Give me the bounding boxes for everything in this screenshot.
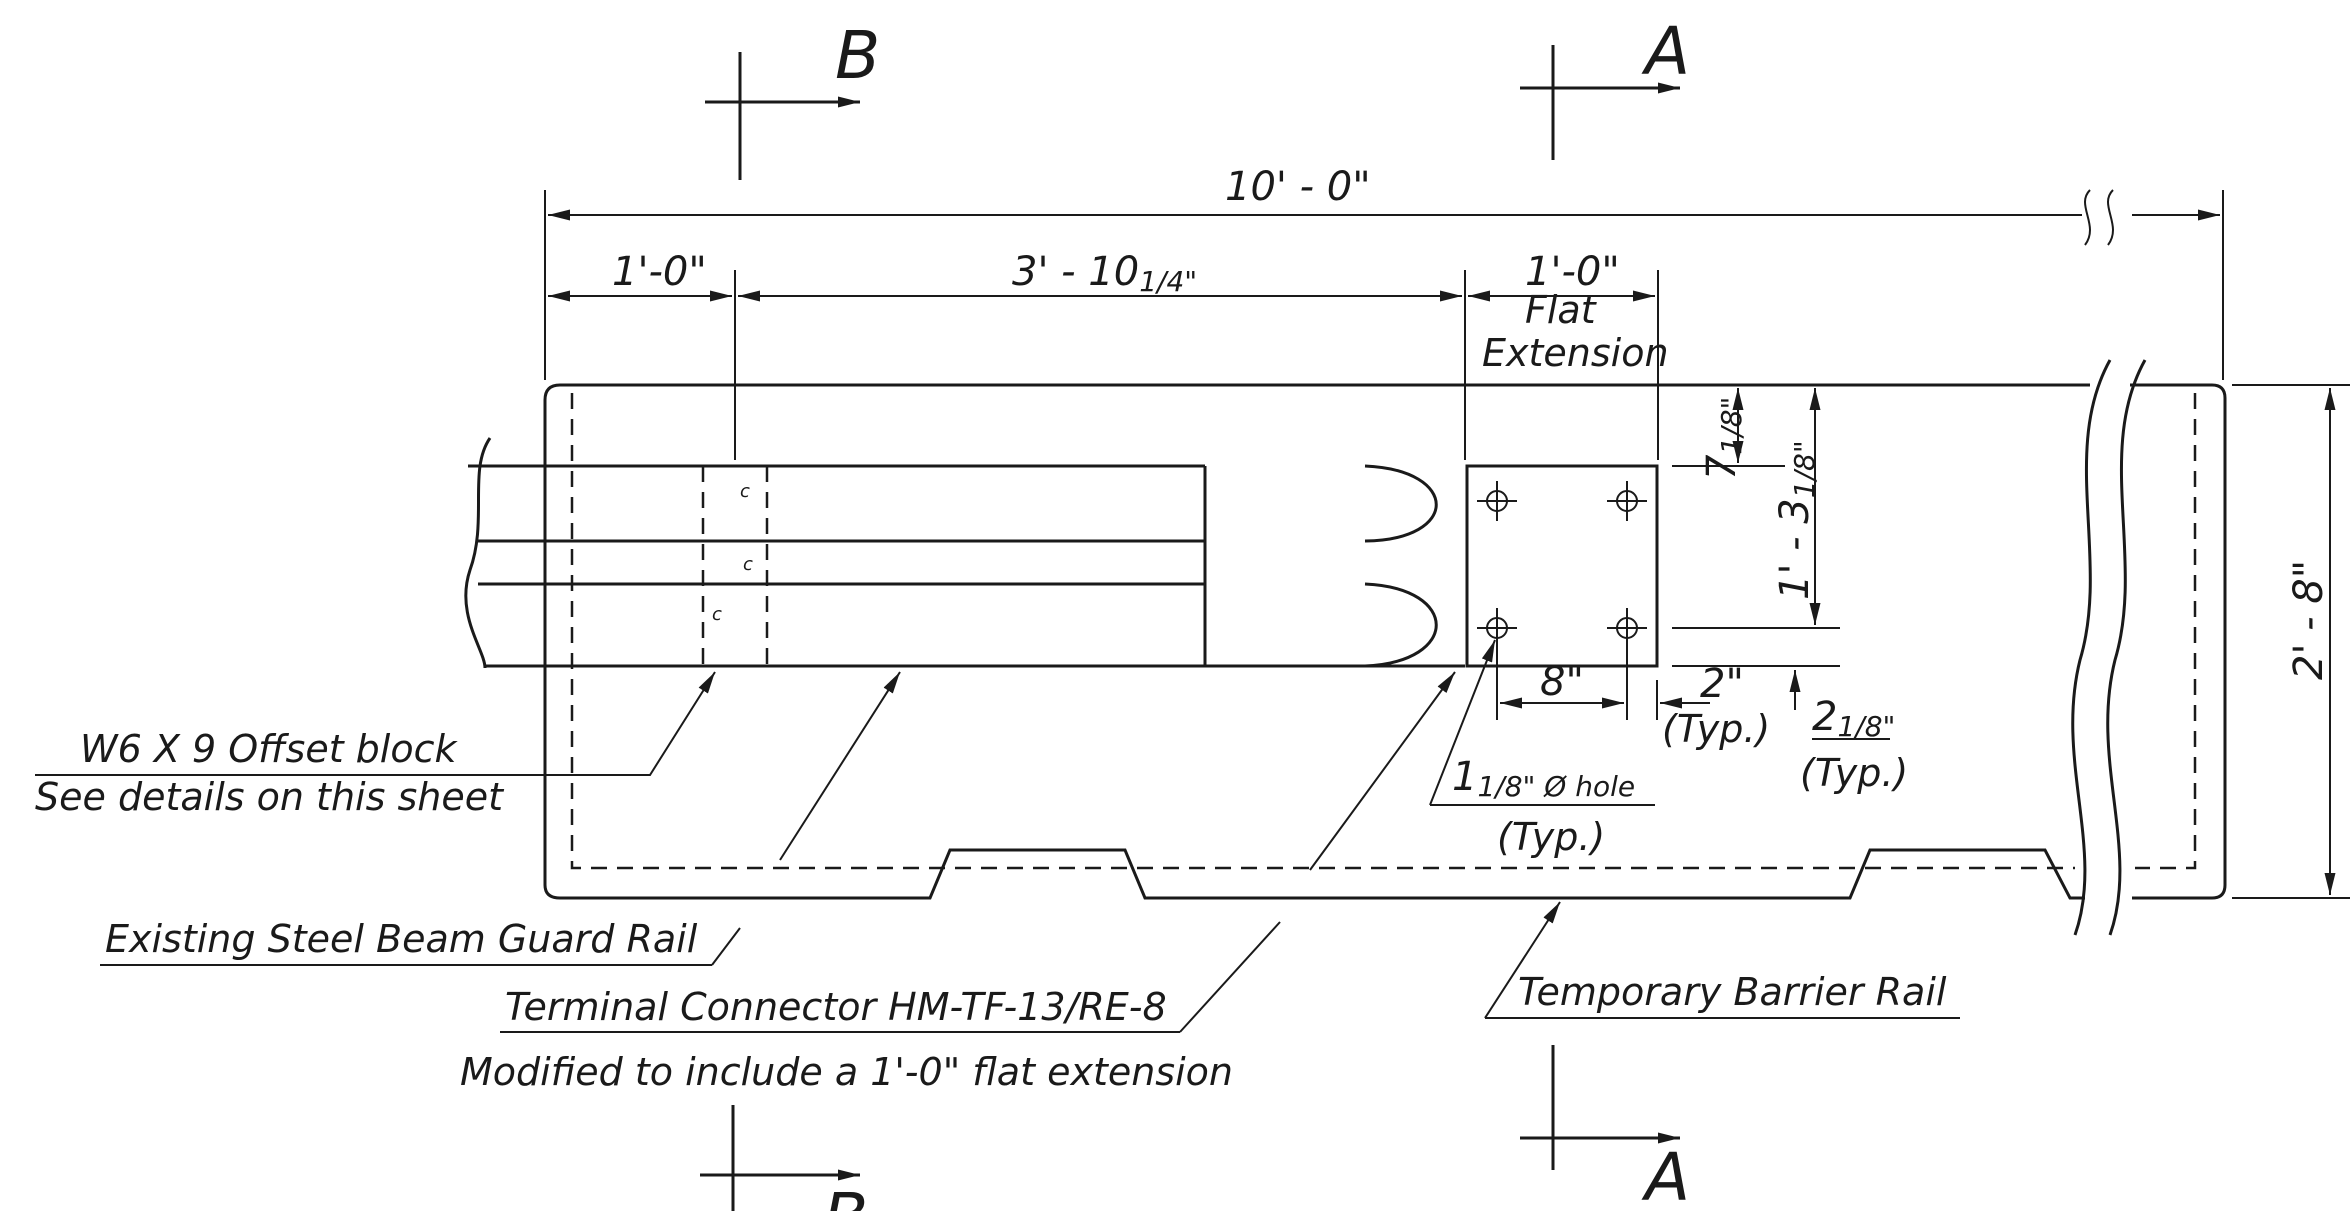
barrier-dashed-outline	[570, 393, 2197, 870]
barrier-rail-label: Temporary Barrier Rail	[1518, 970, 1947, 1014]
offset-block-dashed: c c c	[701, 466, 769, 666]
barrier-break-line	[2071, 359, 2147, 936]
offset-to-block-label: 1'-0"	[612, 249, 707, 295]
bolt-horizontal-label: 8"	[1540, 659, 1584, 705]
existing-guard-rail	[464, 437, 1465, 669]
connector-length-label: 3' - 101/4"	[1012, 249, 1197, 298]
section-cut-b-top: B	[705, 17, 880, 180]
bolt-holes	[1477, 481, 1647, 648]
barrier-rail-callout: Temporary Barrier Rail	[1484, 901, 1960, 1019]
flat-extension-length-label: 1'-0"	[1525, 249, 1620, 295]
svg-text:c: c	[743, 554, 753, 575]
section-label-b-top: B	[835, 17, 880, 94]
guard-rail-label: Existing Steel Beam Guard Rail	[105, 917, 698, 961]
guard-rail-callout: Existing Steel Beam Guard Rail	[100, 671, 901, 966]
svg-text:c: c	[712, 604, 722, 625]
section-cut-a-top: A	[1520, 13, 1690, 160]
temporary-barrier-rail-outline	[543, 383, 2227, 900]
hole-typ: (Typ.)	[1497, 815, 1605, 859]
barrier-height-dimension: 2' - 8"	[2232, 384, 2350, 899]
terminal-connector-label-line2: Modified to include a 1'-0" flat extensi…	[460, 1050, 1233, 1094]
bottom-edge-dimension: 21/8" (Typ.)	[1672, 627, 1908, 795]
overall-length-label: 10' - 0"	[1225, 164, 1371, 210]
connector-length-dimension: 3' - 101/4"	[738, 249, 1466, 460]
hole-size-callout: 11/8" Ø hole (Typ.)	[1429, 639, 1655, 859]
offset-block-label-line2: See details on this sheet	[35, 775, 505, 819]
terminal-connector	[1203, 464, 1659, 668]
bottom-edge-typ: (Typ.)	[1800, 751, 1908, 795]
top-offset-label: 71/8"	[1699, 397, 1748, 480]
section-cut-b-bottom: B	[700, 1105, 868, 1211]
svg-text:c: c	[740, 481, 750, 502]
edge-distance-typ: (Typ.)	[1662, 707, 1770, 751]
barrier-height-label: 2' - 8"	[2286, 560, 2332, 680]
terminal-connector-callout: Terminal Connector HM-TF-13/RE-8 Modifie…	[460, 671, 1456, 1094]
offset-block-callout: W6 X 9 Offset block See details on this …	[35, 671, 716, 819]
section-label-a-bottom: A	[1641, 1139, 1690, 1211]
flat-extension-dimension: 1'-0" Flat Extension	[1468, 249, 1669, 460]
edge-distance-dimension: 2" (Typ.)	[1656, 661, 1770, 751]
top-offset-dimension: 71/8"	[1672, 388, 1785, 480]
bolt-vertical-label: 1' - 31/8"	[1772, 440, 1821, 600]
overall-length-dimension: 10' - 0"	[544, 164, 2224, 380]
section-cut-a-bottom: A	[1520, 1045, 1690, 1211]
hole-size-label: 11/8" Ø hole	[1452, 754, 1635, 803]
flat-extension-label-line2: Extension	[1482, 331, 1669, 375]
bolt-vertical-dimension: 1' - 31/8"	[1672, 388, 1840, 629]
bottom-edge-label: 21/8"	[1812, 694, 1895, 743]
edge-distance-label: 2"	[1700, 661, 1744, 707]
bolt-horizontal-dimension: 8"	[1496, 640, 1628, 720]
terminal-connector-label-line1: Terminal Connector HM-TF-13/RE-8	[505, 985, 1167, 1029]
offset-to-block-dimension: 1'-0"	[548, 249, 736, 460]
section-label-a-top: A	[1641, 13, 1690, 90]
offset-block-label-line1: W6 X 9 Offset block	[80, 727, 459, 771]
flat-extension-label-line1: Flat	[1525, 288, 1598, 332]
section-label-b-bottom: B	[823, 1179, 868, 1211]
